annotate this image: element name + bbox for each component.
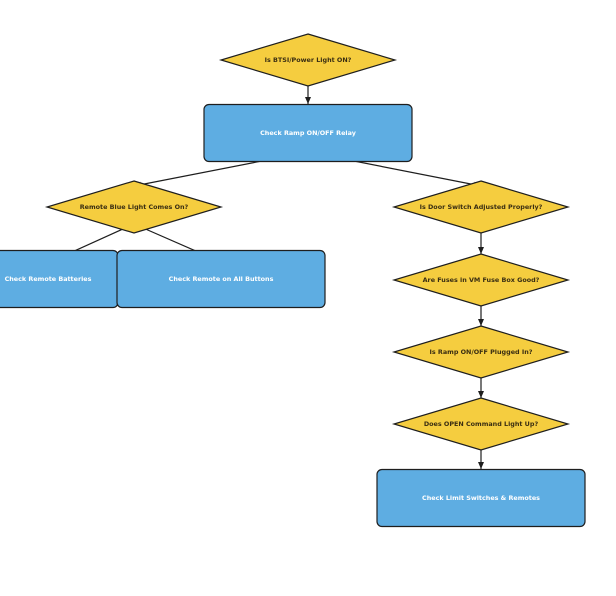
- decision-node-q-power-light: Is BTSI/Power Light ON?: [218, 33, 398, 87]
- node-label: Does OPEN Command Light Up?: [424, 420, 539, 428]
- action-rect-shape: [116, 249, 326, 309]
- node-label: Check Ramp ON/OFF Relay: [260, 129, 357, 137]
- node-label: Remote Blue Light Comes On?: [80, 203, 189, 211]
- node-label: Check Remote on All Buttons: [169, 275, 274, 283]
- decision-node-q-fuses: Are Fuses in VM Fuse Box Good?: [391, 253, 571, 307]
- action-rect-shape: [376, 468, 586, 528]
- node-layer: Is BTSI/Power Light ON? Check Ramp ON/OFF…: [0, 33, 586, 528]
- action-node-a-remote-buttons: Check Remote on All Buttons: [116, 249, 326, 309]
- node-label: Are Fuses in VM Fuse Box Good?: [423, 276, 540, 284]
- node-label: Is Ramp ON/OFF Plugged In?: [430, 348, 533, 356]
- node-label: Check Remote Batteries: [5, 275, 92, 283]
- decision-diamond-shape: [218, 33, 398, 87]
- decision-diamond-shape: [44, 180, 224, 234]
- decision-diamond-shape: [391, 253, 571, 307]
- decision-node-q-ramp-plugged: Is Ramp ON/OFF Plugged In?: [391, 325, 571, 379]
- action-node-a-remote-batteries: Check Remote Batteries: [0, 249, 119, 309]
- decision-diamond-shape: [391, 325, 571, 379]
- decision-node-q-open-command: Does OPEN Command Light Up?: [391, 397, 571, 451]
- node-label: Check Limit Switches & Remotes: [422, 494, 540, 502]
- decision-node-q-remote-blue-light: Remote Blue Light Comes On?: [44, 180, 224, 234]
- action-rect-shape: [203, 103, 413, 163]
- action-node-a-limit-switches: Check Limit Switches & Remotes: [376, 468, 586, 528]
- node-label: Is BTSI/Power Light ON?: [265, 56, 352, 64]
- node-label: Is Door Switch Adjusted Properly?: [420, 203, 543, 211]
- decision-node-q-door-switch: Is Door Switch Adjusted Properly?: [391, 180, 571, 234]
- decision-diamond-shape: [391, 180, 571, 234]
- decision-diamond-shape: [391, 397, 571, 451]
- action-node-a-ramp-relay: Check Ramp ON/OFF Relay: [203, 103, 413, 163]
